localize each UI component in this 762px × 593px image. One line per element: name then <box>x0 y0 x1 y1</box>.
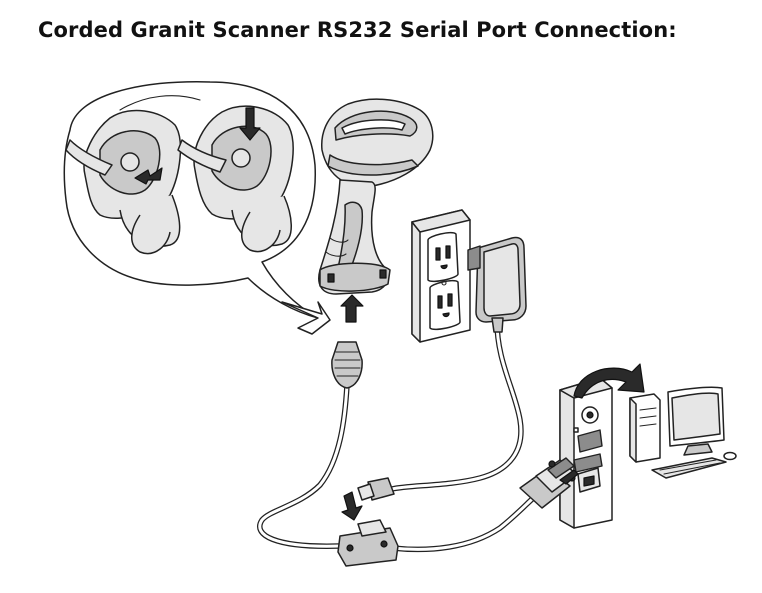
interface-cable <box>257 382 541 553</box>
computer-icon <box>629 386 737 479</box>
callout-arrow <box>281 301 331 335</box>
cable-junction-box <box>337 519 399 567</box>
db9-serial-connector <box>519 457 579 509</box>
power-supply-icon <box>467 236 527 333</box>
rotate-arrow-icon <box>573 363 645 399</box>
power-cord <box>389 315 524 492</box>
power-jack-plug <box>341 477 395 521</box>
cable-plug-connector <box>331 341 363 389</box>
wall-outlet-icon <box>411 209 471 343</box>
pc-back-panel <box>559 377 613 529</box>
page-title: Corded Granit Scanner RS232 Serial Port … <box>38 18 677 42</box>
detail-callout <box>63 81 319 319</box>
scanner-icon <box>318 98 434 323</box>
